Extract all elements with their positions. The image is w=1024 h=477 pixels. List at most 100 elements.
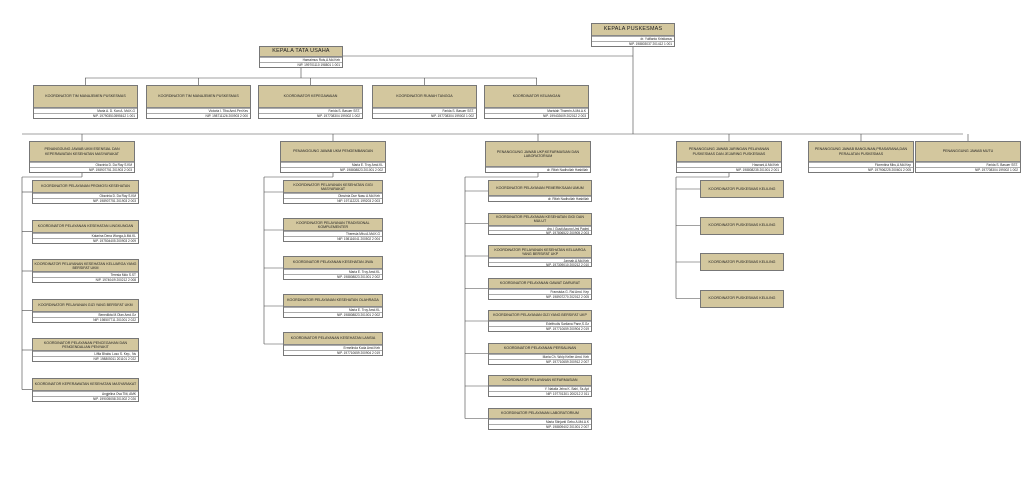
org-box-nip: NIP. 197708304 199002 1 002 — [916, 167, 1020, 172]
org-box-nip: NIP. 199701110 198801 1 001 — [260, 62, 342, 67]
org-box-nip: NIP. 197309010 200212 2 010 — [489, 262, 591, 266]
org-box-name: Y. Natalia Jelna K. Bahi, Ss.Apt — [489, 386, 591, 391]
org-box-nip: NIP. 198907270 202012 2 005 — [489, 293, 591, 299]
org-box-title: KOORDINATOR PUSKESMAS KELILING — [701, 290, 783, 307]
org-box-name: Maria E. Troy Amd.KL — [281, 162, 385, 167]
org-box-nip: NIP. 198116041 200502 2 004 — [284, 236, 382, 241]
org-box-nip: NIP. 197112221 199203 2 003 — [284, 198, 382, 203]
org-box-title: PENANGGUNG JAWAB UKM PENGEMBANGAN — [281, 142, 385, 162]
org-box-name: Hamaimus Rois,A.Md.Keb — [260, 57, 342, 62]
org-box-title: KOORDINATOR PELAYANAN GIZI YANG BERSIFAT… — [489, 311, 591, 321]
org-box-name: Ermelinda Koda Amd.Keb — [284, 345, 382, 350]
org-box-title: PENANGGUNG JAWAB UKM ESENSIAL DAN KEPERA… — [30, 142, 134, 162]
org-box-nip: NIP. 197701301 200212 2 011 — [489, 391, 591, 396]
org-box-name: Farida S. Basuer SST. — [259, 108, 362, 113]
org-box-name: dr. Yulfianto Kristianus — [592, 36, 674, 41]
org-box-title: KOORDINATOR TIM MANAJEMEN PUSKESMAS — [147, 86, 250, 108]
org-box-name: Oksvinia Due Nasu A.Md.Keb — [284, 193, 382, 198]
org-box-name: Maria A. D. Kan A. Md.K.G — [34, 108, 137, 113]
org-box-title: PENANGGUNG JAWAB BANGUNAN,PRASARANA,DAN … — [809, 142, 913, 162]
org-box-name: Angjelina Ova Tiiti, AMK — [33, 390, 138, 396]
org-box-h1c5: KOORDINATOR PELAYANAN PENCEGAHAN DAN PEN… — [32, 338, 139, 362]
org-box-nip: NIP. 198907751 201903 2 003 — [33, 198, 138, 203]
org-box-nip: NIP. 197708304 199002 1 002 — [373, 113, 476, 118]
org-box-name: Farida S. Basuer SST. — [373, 108, 476, 113]
org-box-name: Oksvinia D. Da Ray S.KM — [33, 193, 138, 198]
org-box-name: Maria Stinjanti Gebu A.Md.A.K — [489, 418, 591, 424]
org-box-nip: NIP. 198808823 201001 2 002 — [284, 274, 382, 279]
org-box-title: KOORDINATOR PELAYANAN KESEHATAN GIGI DAN… — [489, 213, 591, 226]
org-box-nip: NIP. 198809402 201001 2 007 — [489, 423, 591, 429]
org-box-title: KOORDINATOR PELAYANAN GIZI YANG BERSIFAT… — [33, 299, 138, 312]
org-box-h1: PENANGGUNG JAWAB UKM ESENSIAL DAN KEPERA… — [29, 141, 135, 173]
org-box-nip: NIP. 197710659 200904 2 019 — [489, 326, 591, 331]
org-box-name: Fransiska G. Rai Amd. Kep — [489, 288, 591, 294]
org-box-nip: NIP. 198808823 201001 2 002 — [281, 167, 385, 172]
org-box-h1c2: KOORDINATOR PELAYANAN KESEHATAN LINGKUNG… — [32, 219, 139, 244]
org-box-h2c2: KOORDINATOR PELAYANAN TRADISIONAL KOMPLE… — [283, 218, 383, 242]
org-box-h4c1: KOORDINATOR PUSKESMAS KELILING — [700, 180, 784, 198]
org-box-title: KOORDINATOR RUMAH TANGGA — [373, 86, 476, 108]
org-box-name: Florentina Mbu,A.Md.Kep — [809, 162, 913, 167]
org-box-title: KOORDINATOR PELAYANAN LABORATORIUM — [489, 408, 591, 419]
org-box-title: KOORDINATOR PELAYANAN PROMOSI KESEHATAN — [33, 181, 138, 193]
org-box-h3c3: KOORDINATOR PELAYANAN KESEHATAN KELUARGA… — [488, 245, 592, 267]
org-box-name: dr. Rifah Nadhollah Hasbillah — [489, 196, 591, 201]
org-box-nip: NIP. 198808823 201001 2 002 — [284, 312, 382, 317]
org-box-nip: NIP. 198803037 201412 1 001 — [592, 41, 674, 46]
org-box-nip: NIP. 197806522 200905 2 003 — [489, 229, 591, 234]
org-box-name: Edelfrudis Sarliana Pane,S.Gz — [489, 321, 591, 326]
org-box-title: KOORDINATOR PELAYANAN PERSALINAN — [489, 343, 591, 354]
org-box-title: KOORDINATOR TIM MANAJEMEN PUSKESMAS — [34, 86, 137, 108]
org-box-nip: NIP. 197903510595612 1 001 — [34, 113, 137, 118]
org-box-h4c4: KOORDINATOR PUSKESMAS KELILING — [700, 289, 784, 308]
org-box-name: Maria Ch. Wolp Kellen Amd. Keb — [489, 353, 591, 359]
org-box-title: KOORDINATOR PELAYANAN KESEHATAN LINGKUNG… — [33, 220, 138, 233]
org-box-name: Farida S. Basuer SST. — [916, 162, 1020, 167]
org-box-title: KOORDINATOR PELAYANAN KESEHATAN JIWA — [284, 257, 382, 269]
org-box-title: KOORDINATOR KEUANGAN — [485, 86, 588, 108]
org-box-name: dr. Rifah Nadhollah Hasbillah — [486, 167, 590, 172]
org-box-nip: NIP. 198907751 201903 2 003 — [30, 167, 134, 172]
org-box-title: KOORDINATOR KEPEGAWAIAN — [259, 86, 362, 108]
org-box-title: KOORDINATOR PELAYANAN TRADISIONAL KOMPLE… — [284, 219, 382, 232]
org-box-h4: PENANGGUNG JAWAB JARINGAN PELAYANAN PUSK… — [676, 141, 782, 173]
org-box-title: KOORDINATOR PUSKESMAS KELILING — [701, 254, 783, 270]
org-box-name: Benedikta M.Olan Amd.Gz — [33, 311, 138, 317]
org-box-h1c4: KOORDINATOR PELAYANAN GIZI YANG BERSIFAT… — [32, 298, 139, 323]
org-box-name: drg. I Gusti Agung Umi Padmi — [489, 225, 591, 230]
org-box-title: PENANGGUNG JAWAB MUTU — [916, 142, 1020, 162]
org-box-nip: NIP. 198507711 201001 2 022 — [33, 316, 138, 322]
org-box-title: KOORDINATOR KEPERAWATAN KESEHATAN MASYAR… — [33, 378, 138, 391]
org-box-title: KOORDINATOR PUSKESMAS KELILING — [701, 217, 783, 234]
org-box-nip: NIP. 197710659 200904 2 019 — [284, 350, 382, 355]
org-box-name: Teresia Mdo S.ST — [33, 272, 138, 277]
org-box-name: Maria E. Troy Amd.KL — [284, 307, 382, 312]
org-box-name: Victoria I. Tiba Amd.Per.Kes — [147, 108, 250, 113]
org-box-title: KEPALA TATA USAHA — [260, 47, 342, 57]
org-box-nip: NIP. 199005058 201002 2 026 — [33, 395, 138, 401]
org-box-h3c2: KOORDINATOR PELAYANAN KESEHATAN GIGI DAN… — [488, 212, 592, 235]
org-box-h3c5: KOORDINATOR PELAYANAN GIZI YANG BERSIFAT… — [488, 310, 592, 332]
org-box-h4c2: KOORDINATOR PUSKESMAS KELILING — [700, 216, 784, 235]
org-box-title: PENANGGUNG JAWAB UKP,KEFARMASIAN DAN LAB… — [486, 142, 590, 167]
